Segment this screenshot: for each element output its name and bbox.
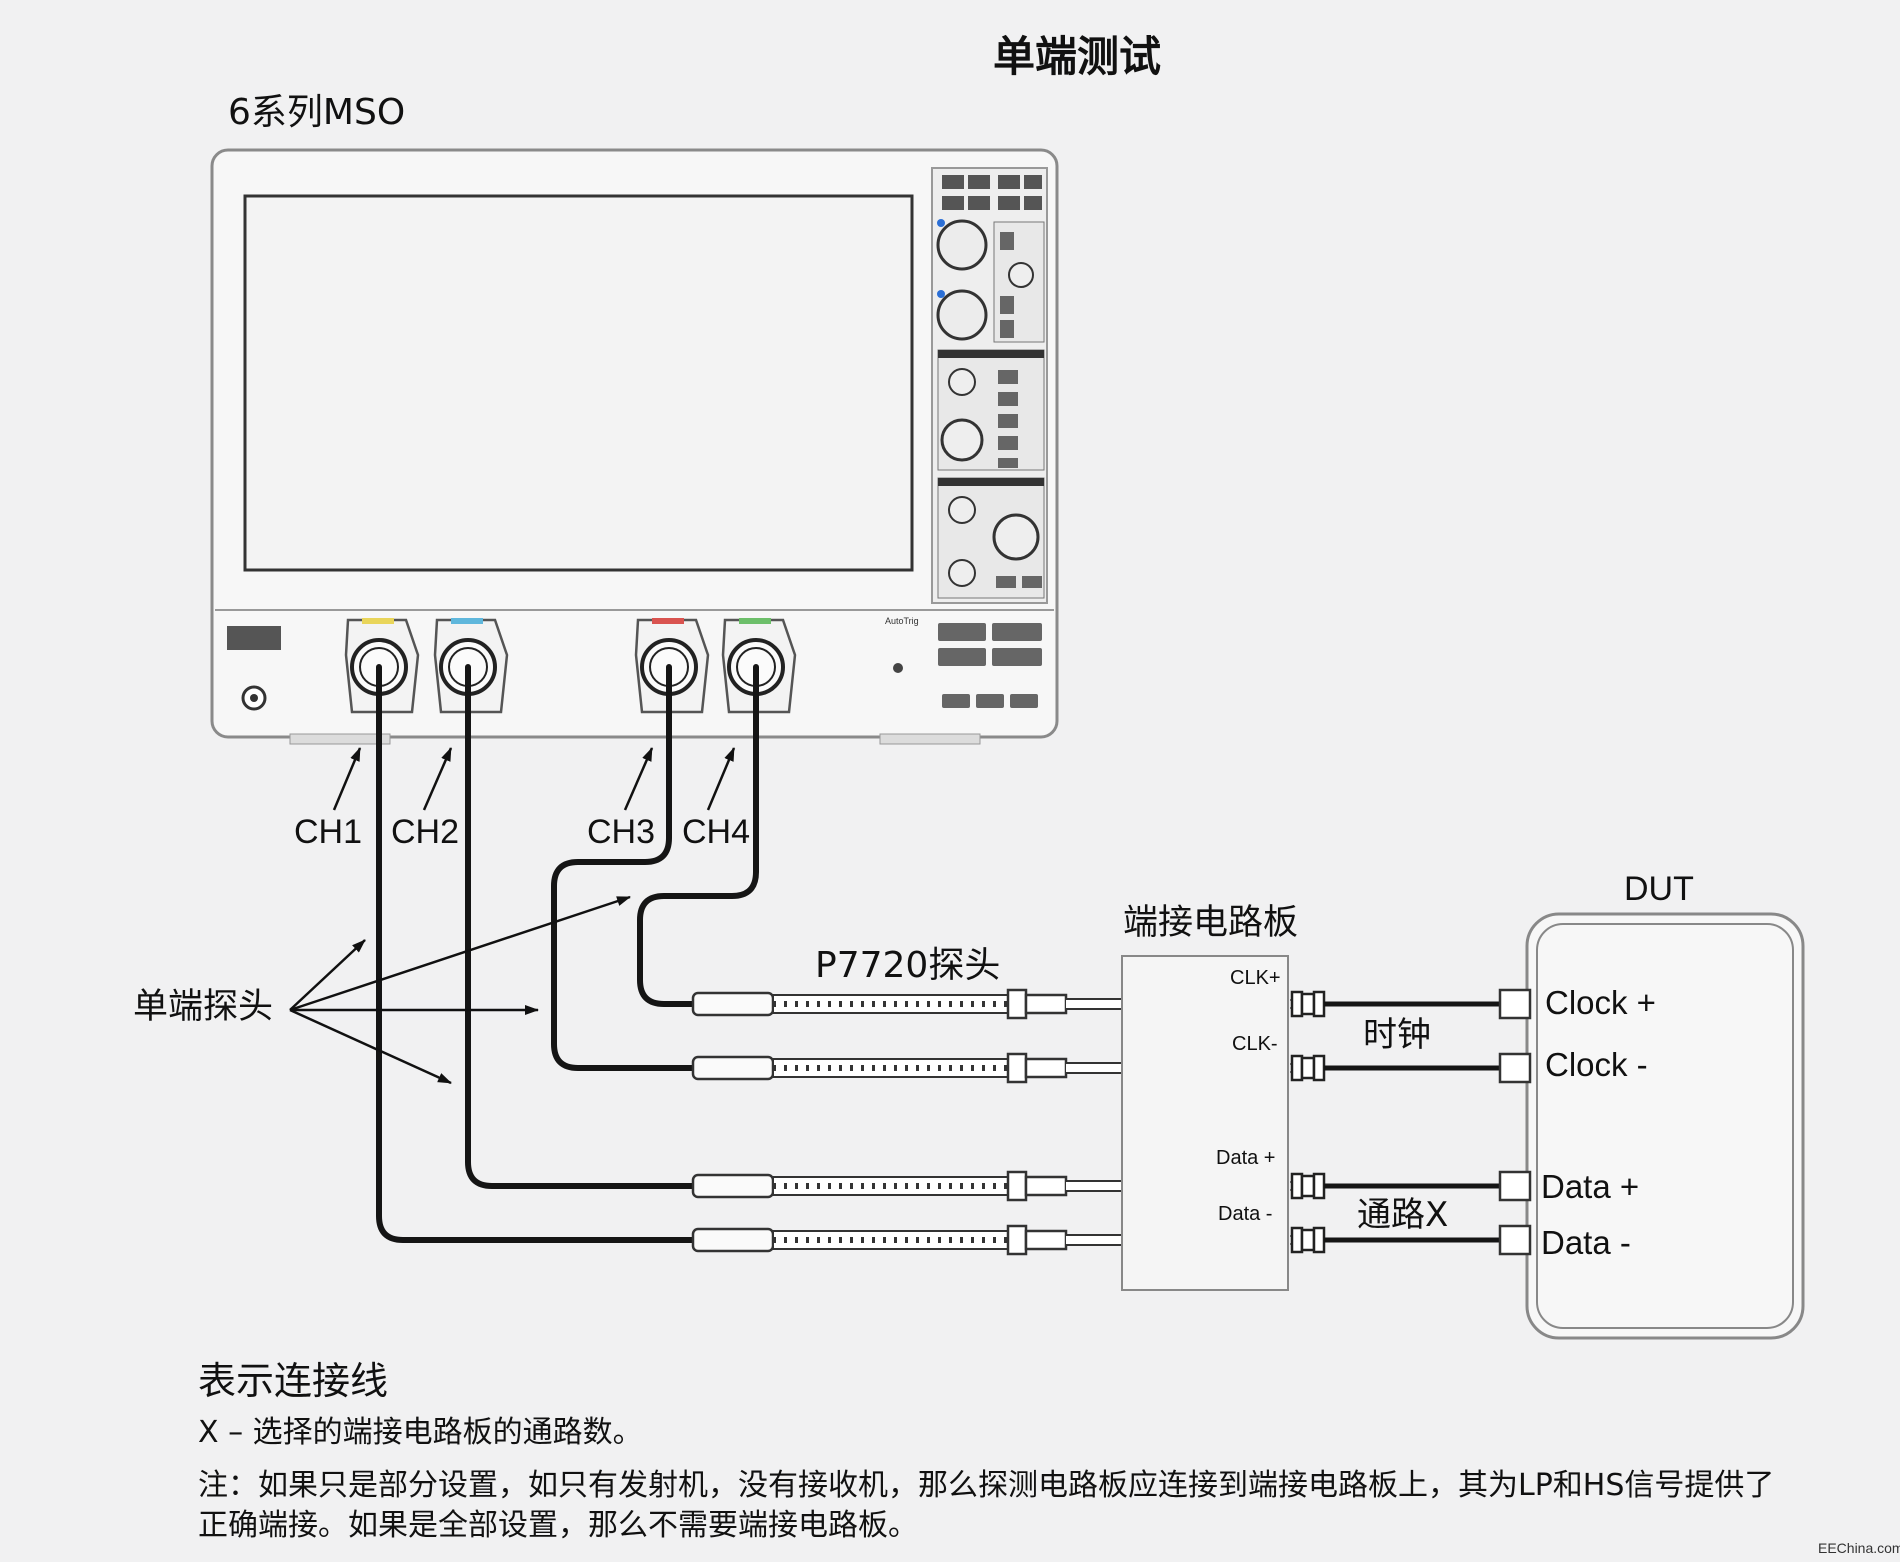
ch4-color-tab (739, 618, 771, 624)
termination-board-title: 端接电路板 (1123, 903, 1299, 943)
ch1-color-tab (362, 618, 394, 624)
diagram-title: 单端测试 (993, 32, 1162, 81)
svg-text:AutoTrig: AutoTrig (885, 616, 919, 626)
legend-title: 表示连接线 (198, 1359, 389, 1403)
ch1-label: CH1 (294, 813, 363, 851)
oscilloscope-label: 6系列MSO (228, 92, 406, 133)
dut-pin-clock-plus: Clock + (1545, 984, 1656, 1021)
clock-group-label: 时钟 (1363, 1015, 1431, 1055)
probe-model-label: P7720探头 (815, 945, 1001, 986)
dut-pin-data-minus: Data - (1541, 1224, 1631, 1261)
dut-pin-clock-minus: Clock - (1545, 1046, 1648, 1083)
channel-arrows (332, 747, 736, 811)
ch4-cable (637, 664, 759, 1007)
probe-cables (376, 664, 759, 1243)
ch4-label: CH4 (682, 813, 751, 851)
board-pin-clk-plus: CLK+ (1230, 967, 1281, 989)
ch1-cable (376, 664, 696, 1243)
watermark: EEChina.com (1818, 1540, 1900, 1556)
dut-box (1498, 912, 1805, 1340)
oscilloscope-screen (243, 194, 914, 572)
board-connectors (1290, 990, 1326, 1254)
single-ended-probe-label: 单端探头 (133, 987, 274, 1027)
board-pin-data-minus: Data - (1218, 1203, 1273, 1225)
legend-x-note: X – 选择的端接电路板的通路数。 (198, 1415, 643, 1450)
ch2-color-tab (451, 618, 483, 624)
dut-title: DUT (1624, 870, 1694, 908)
termination-board (1121, 955, 1289, 1291)
ch2-label: CH2 (391, 813, 460, 851)
ch3-cable (551, 664, 696, 1071)
board-pin-data-plus: Data + (1216, 1147, 1276, 1169)
ch2-cable (465, 664, 696, 1189)
dut-pin-data-plus: Data + (1541, 1168, 1640, 1205)
front-panel (931, 167, 1048, 604)
oscilloscope: AutoTrig (210, 148, 1059, 745)
legend-note: 注：如果只是部分设置，如只有发射机，没有接收机，那么探测电路板应连接到端接电路板… (198, 1468, 1775, 1543)
ch3-color-tab (652, 618, 684, 624)
board-pin-clk-minus: CLK- (1232, 1033, 1278, 1055)
ch3-label: CH3 (587, 813, 656, 851)
probe-group-arrows (289, 895, 631, 1085)
dut-wires (1324, 1001, 1500, 1243)
lane-group-label: 通路X (1357, 1195, 1449, 1235)
